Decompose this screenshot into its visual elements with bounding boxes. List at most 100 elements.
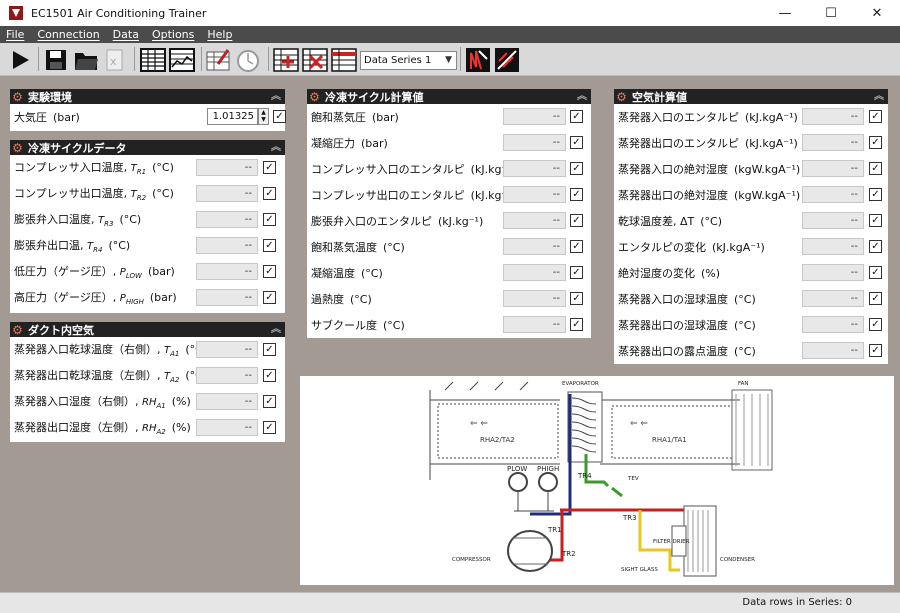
psychrometric-icon[interactable] [493, 46, 521, 73]
data-row: エンタルピの変化(kJ.kgA⁻¹)--✓ [614, 234, 888, 260]
collapse-icon[interactable]: ︽ [271, 324, 281, 335]
menu-connection[interactable]: Connection [37, 28, 100, 41]
data-row: サブクール度(°C)--✓ [307, 312, 591, 338]
pressure-row: 大気圧(bar) 1.01325 ▲▼ ✓ [10, 104, 286, 130]
play-icon[interactable] [6, 46, 34, 73]
row-checkbox[interactable]: ✓ [263, 213, 276, 226]
row-checkbox[interactable]: ✓ [263, 265, 276, 278]
row-checkbox[interactable]: ✓ [869, 344, 882, 357]
panel-header: ⚙冷凍サイクル計算値︽ [307, 89, 591, 104]
menu-data[interactable]: Data [112, 28, 139, 41]
data-row: 飽和蒸気温度(°C)--✓ [307, 234, 591, 260]
collapse-icon[interactable]: ︽ [577, 91, 587, 102]
row-label: サブクール度 [311, 319, 377, 332]
maximize-button[interactable]: ☐ [825, 5, 837, 21]
menu-help[interactable]: Help [207, 28, 233, 41]
row-unit: (kgW.kgA⁻¹) [734, 163, 801, 176]
row-label: 蒸発器出口の絶対湿度 [618, 189, 728, 202]
collapse-icon[interactable]: ︽ [874, 91, 884, 102]
table-view-icon[interactable] [139, 46, 167, 73]
row-checkbox[interactable]: ✓ [263, 161, 276, 174]
data-row: 蒸発器入口の湿球温度(°C)--✓ [614, 286, 888, 312]
row-checkbox[interactable]: ✓ [869, 110, 882, 123]
collapse-icon[interactable]: ︽ [271, 91, 281, 102]
row-checkbox[interactable]: ✓ [869, 214, 882, 227]
row-checkbox[interactable]: ✓ [570, 292, 583, 305]
row-unit: (kJ.kg⁻¹) [438, 215, 484, 228]
row-unit: (bar) [149, 291, 177, 305]
row-checkbox[interactable]: ✓ [263, 395, 276, 408]
row-checkbox[interactable]: ✓ [869, 318, 882, 331]
row-checkbox[interactable]: ✓ [263, 343, 276, 356]
row-label: 過熱度 [311, 293, 344, 306]
row-unit: (°C) [383, 319, 405, 332]
row-checkbox[interactable]: ✓ [869, 136, 882, 149]
menu-file[interactable]: File [6, 28, 25, 41]
open-folder-icon[interactable] [72, 46, 100, 73]
row-checkbox[interactable]: ✓ [570, 110, 583, 123]
title-bar: EC1501 Air Conditioning Trainer — ☐ ✕ [0, 0, 900, 26]
row-checkbox[interactable]: ✓ [869, 266, 882, 279]
row-symbol: P [119, 267, 126, 279]
rh-right-label: RHA1/TA1 [652, 436, 687, 444]
row-checkbox[interactable]: ✓ [263, 187, 276, 200]
value-field: -- [196, 211, 258, 228]
row-label: 飽和蒸気圧 [311, 111, 366, 124]
row-checkbox[interactable]: ✓ [869, 188, 882, 201]
pressure-input[interactable]: 1.01325 [207, 108, 258, 125]
data-row: 蒸発器出口乾球温度（左側）, TA2(°C--✓ [10, 363, 285, 389]
graph-view-icon[interactable] [168, 46, 196, 73]
row-symbol: T [130, 189, 137, 201]
gear-icon[interactable]: ⚙ [616, 89, 627, 104]
gear-icon[interactable]: ⚙ [309, 89, 320, 104]
row-checkbox[interactable]: ✓ [570, 162, 583, 175]
row-checkbox[interactable]: ✓ [869, 292, 882, 305]
row-unit: (kJ.kgA⁻¹) [745, 111, 798, 124]
diagram-icon[interactable] [464, 46, 492, 73]
row-checkbox[interactable]: ✓ [570, 240, 583, 253]
row-unit: (°C) [361, 267, 383, 280]
row-label: エンタルピの変化 [618, 241, 706, 254]
refrigeration-data-panel: ⚙冷凍サイクルデータ︽ コンプレッサ入口温度, TR1(°C)--✓コンプレッサ… [10, 140, 285, 313]
row-unit: (°C) [383, 241, 405, 254]
gear-icon[interactable]: ⚙ [12, 89, 23, 104]
data-row: 蒸発器入口湿度（右側）, RHA1(%)--✓ [10, 389, 285, 415]
pressure-spinner[interactable]: ▲▼ [258, 108, 269, 125]
row-checkbox[interactable]: ✓ [263, 421, 276, 434]
save-icon[interactable] [42, 46, 70, 73]
data-row: 膨張弁入口温度, TR3(°C)--✓ [10, 207, 285, 233]
row-checkbox[interactable]: ✓ [263, 369, 276, 382]
panel-title: 実験環境 [28, 90, 72, 104]
row-checkbox[interactable]: ✓ [263, 239, 276, 252]
close-button[interactable]: ✕ [871, 5, 883, 21]
row-checkbox[interactable]: ✓ [570, 188, 583, 201]
row-checkbox[interactable]: ✓ [263, 291, 276, 304]
panel-header: ⚙冷凍サイクルデータ︽ [10, 140, 285, 155]
pressure-checkbox[interactable]: ✓ [273, 110, 286, 123]
minimize-button[interactable]: — [778, 5, 792, 21]
timer-icon [234, 46, 262, 73]
data-row: 高圧力（ゲージ圧）, PHIGH(bar)--✓ [10, 285, 285, 311]
gear-icon[interactable]: ⚙ [12, 322, 23, 337]
row-checkbox[interactable]: ✓ [570, 318, 583, 331]
clear-table-icon[interactable] [330, 46, 358, 73]
row-label: 蒸発器入口湿度（右側）, [14, 395, 142, 409]
value-field: -- [196, 185, 258, 202]
phigh-label: PHIGH [537, 465, 559, 473]
condenser-label: CONDENSER [720, 557, 755, 563]
data-series-select[interactable]: Data Series 1 ▼ [360, 51, 457, 70]
add-row-icon[interactable] [272, 46, 300, 73]
row-checkbox[interactable]: ✓ [869, 240, 882, 253]
data-row: 蒸発器出口の露点温度(°C)--✓ [614, 338, 888, 364]
row-checkbox[interactable]: ✓ [570, 214, 583, 227]
collapse-icon[interactable]: ︽ [271, 142, 281, 153]
delete-row-icon[interactable] [301, 46, 329, 73]
row-checkbox[interactable]: ✓ [570, 266, 583, 279]
row-label: 凝縮温度 [311, 267, 355, 280]
row-checkbox[interactable]: ✓ [869, 162, 882, 175]
gear-icon[interactable]: ⚙ [12, 140, 23, 155]
row-label: 凝縮圧力 [311, 137, 355, 150]
data-row: 凝縮温度(°C)--✓ [307, 260, 591, 286]
menu-options[interactable]: Options [151, 28, 195, 41]
row-checkbox[interactable]: ✓ [570, 136, 583, 149]
